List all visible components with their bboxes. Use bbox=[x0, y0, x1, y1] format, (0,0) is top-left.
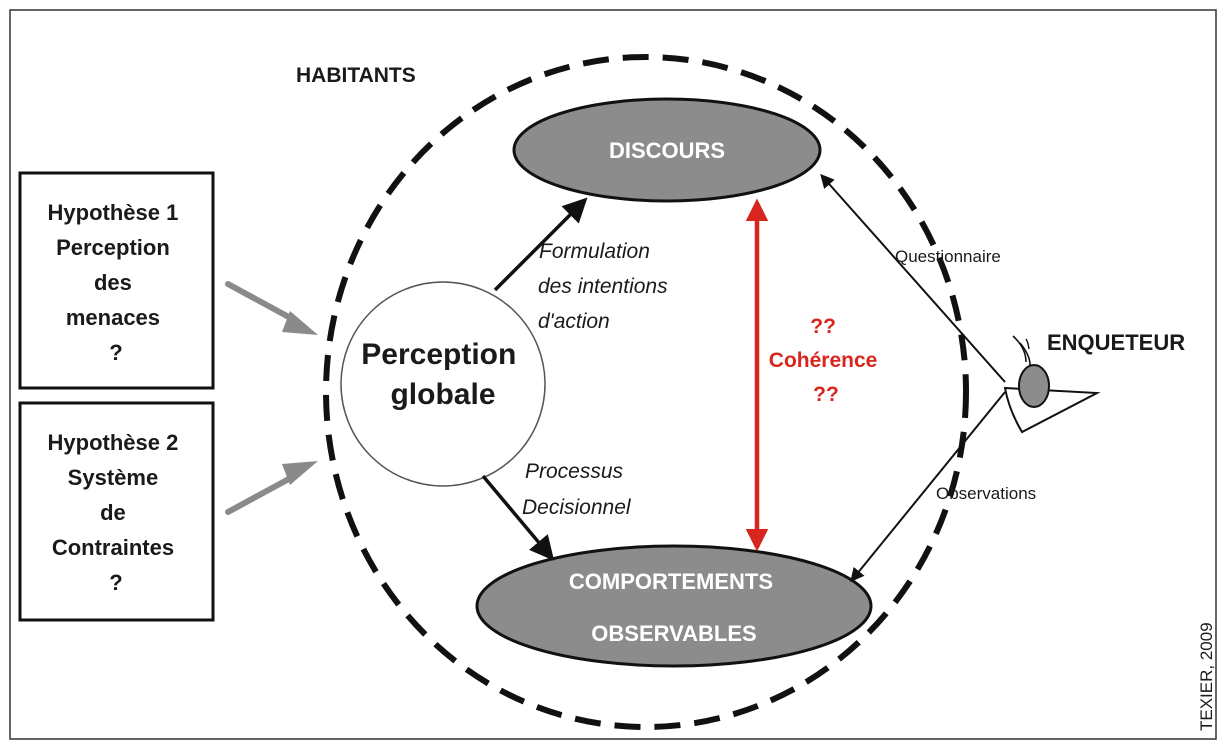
coherence-text: ?? Cohérence ?? bbox=[769, 315, 883, 406]
coherence-line: ?? bbox=[810, 315, 836, 338]
hypothesis-1-line: des bbox=[94, 270, 132, 295]
hypothesis-2-line: ? bbox=[109, 570, 122, 595]
processus-line: Processus bbox=[525, 460, 624, 483]
comportements-line: OBSERVABLES bbox=[591, 621, 756, 646]
hypothesis-1-line: Hypothèse 1 bbox=[48, 200, 179, 225]
questionnaire-label: Questionnaire bbox=[895, 247, 1001, 266]
comportements-label: COMPORTEMENTS OBSERVABLES bbox=[569, 569, 779, 646]
formulation-text: Formulation des intentions d'action bbox=[538, 240, 673, 333]
comportements-line: COMPORTEMENTS bbox=[569, 569, 773, 594]
habitants-boundary bbox=[323, 54, 969, 730]
hypothesis-2-line: Hypothèse 2 bbox=[48, 430, 179, 455]
comportements-node bbox=[475, 544, 873, 668]
hypothesis-1-line: ? bbox=[109, 340, 122, 365]
perception-line: Perception bbox=[361, 338, 516, 371]
hypothesis-2-arrow bbox=[225, 461, 318, 515]
eye-icon bbox=[1003, 335, 1101, 434]
formulation-line: des intentions bbox=[538, 275, 668, 298]
processus-arrow bbox=[481, 474, 555, 561]
coherence-line: ?? bbox=[813, 383, 839, 406]
observations-label: Observations bbox=[936, 484, 1036, 503]
habitants-label: HABITANTS bbox=[296, 64, 416, 87]
credit-label: TEXIER, 2009 bbox=[1197, 622, 1216, 731]
observations-arrow bbox=[850, 391, 1006, 583]
hypothesis-1-arrow bbox=[225, 281, 318, 335]
formulation-line: d'action bbox=[538, 310, 610, 333]
hypothesis-1-line: Perception bbox=[56, 235, 170, 260]
perception-globale-node bbox=[340, 281, 546, 487]
hypothesis-2-line: de bbox=[100, 500, 126, 525]
hypothesis-2-line: Contraintes bbox=[52, 535, 174, 560]
hypothesis-2-box bbox=[18, 401, 215, 622]
hypothesis-2-line: Système bbox=[68, 465, 159, 490]
perception-line: globale bbox=[390, 378, 495, 411]
processus-text: Processus Decisionnel bbox=[522, 460, 632, 519]
discours-label: DISCOURS bbox=[609, 138, 725, 163]
coherence-line: Cohérence bbox=[769, 349, 878, 372]
outer-frame bbox=[9, 9, 1217, 740]
hypothesis-1-text: Hypothèse 1 Perception des menaces ? bbox=[48, 200, 185, 365]
hypothesis-2-text: Hypothèse 2 Système de Contraintes ? bbox=[48, 430, 185, 595]
discours-node bbox=[512, 97, 822, 203]
hypothesis-1-box bbox=[18, 171, 215, 390]
questionnaire-arrow bbox=[820, 173, 1006, 383]
hypothesis-1-line: menaces bbox=[66, 305, 160, 330]
processus-line: Decisionnel bbox=[522, 496, 632, 519]
formulation-arrow bbox=[493, 197, 588, 292]
perception-globale-text: Perception globale bbox=[361, 338, 524, 411]
enqueteur-label: ENQUETEUR bbox=[1047, 330, 1185, 355]
formulation-line: Formulation bbox=[539, 240, 650, 263]
